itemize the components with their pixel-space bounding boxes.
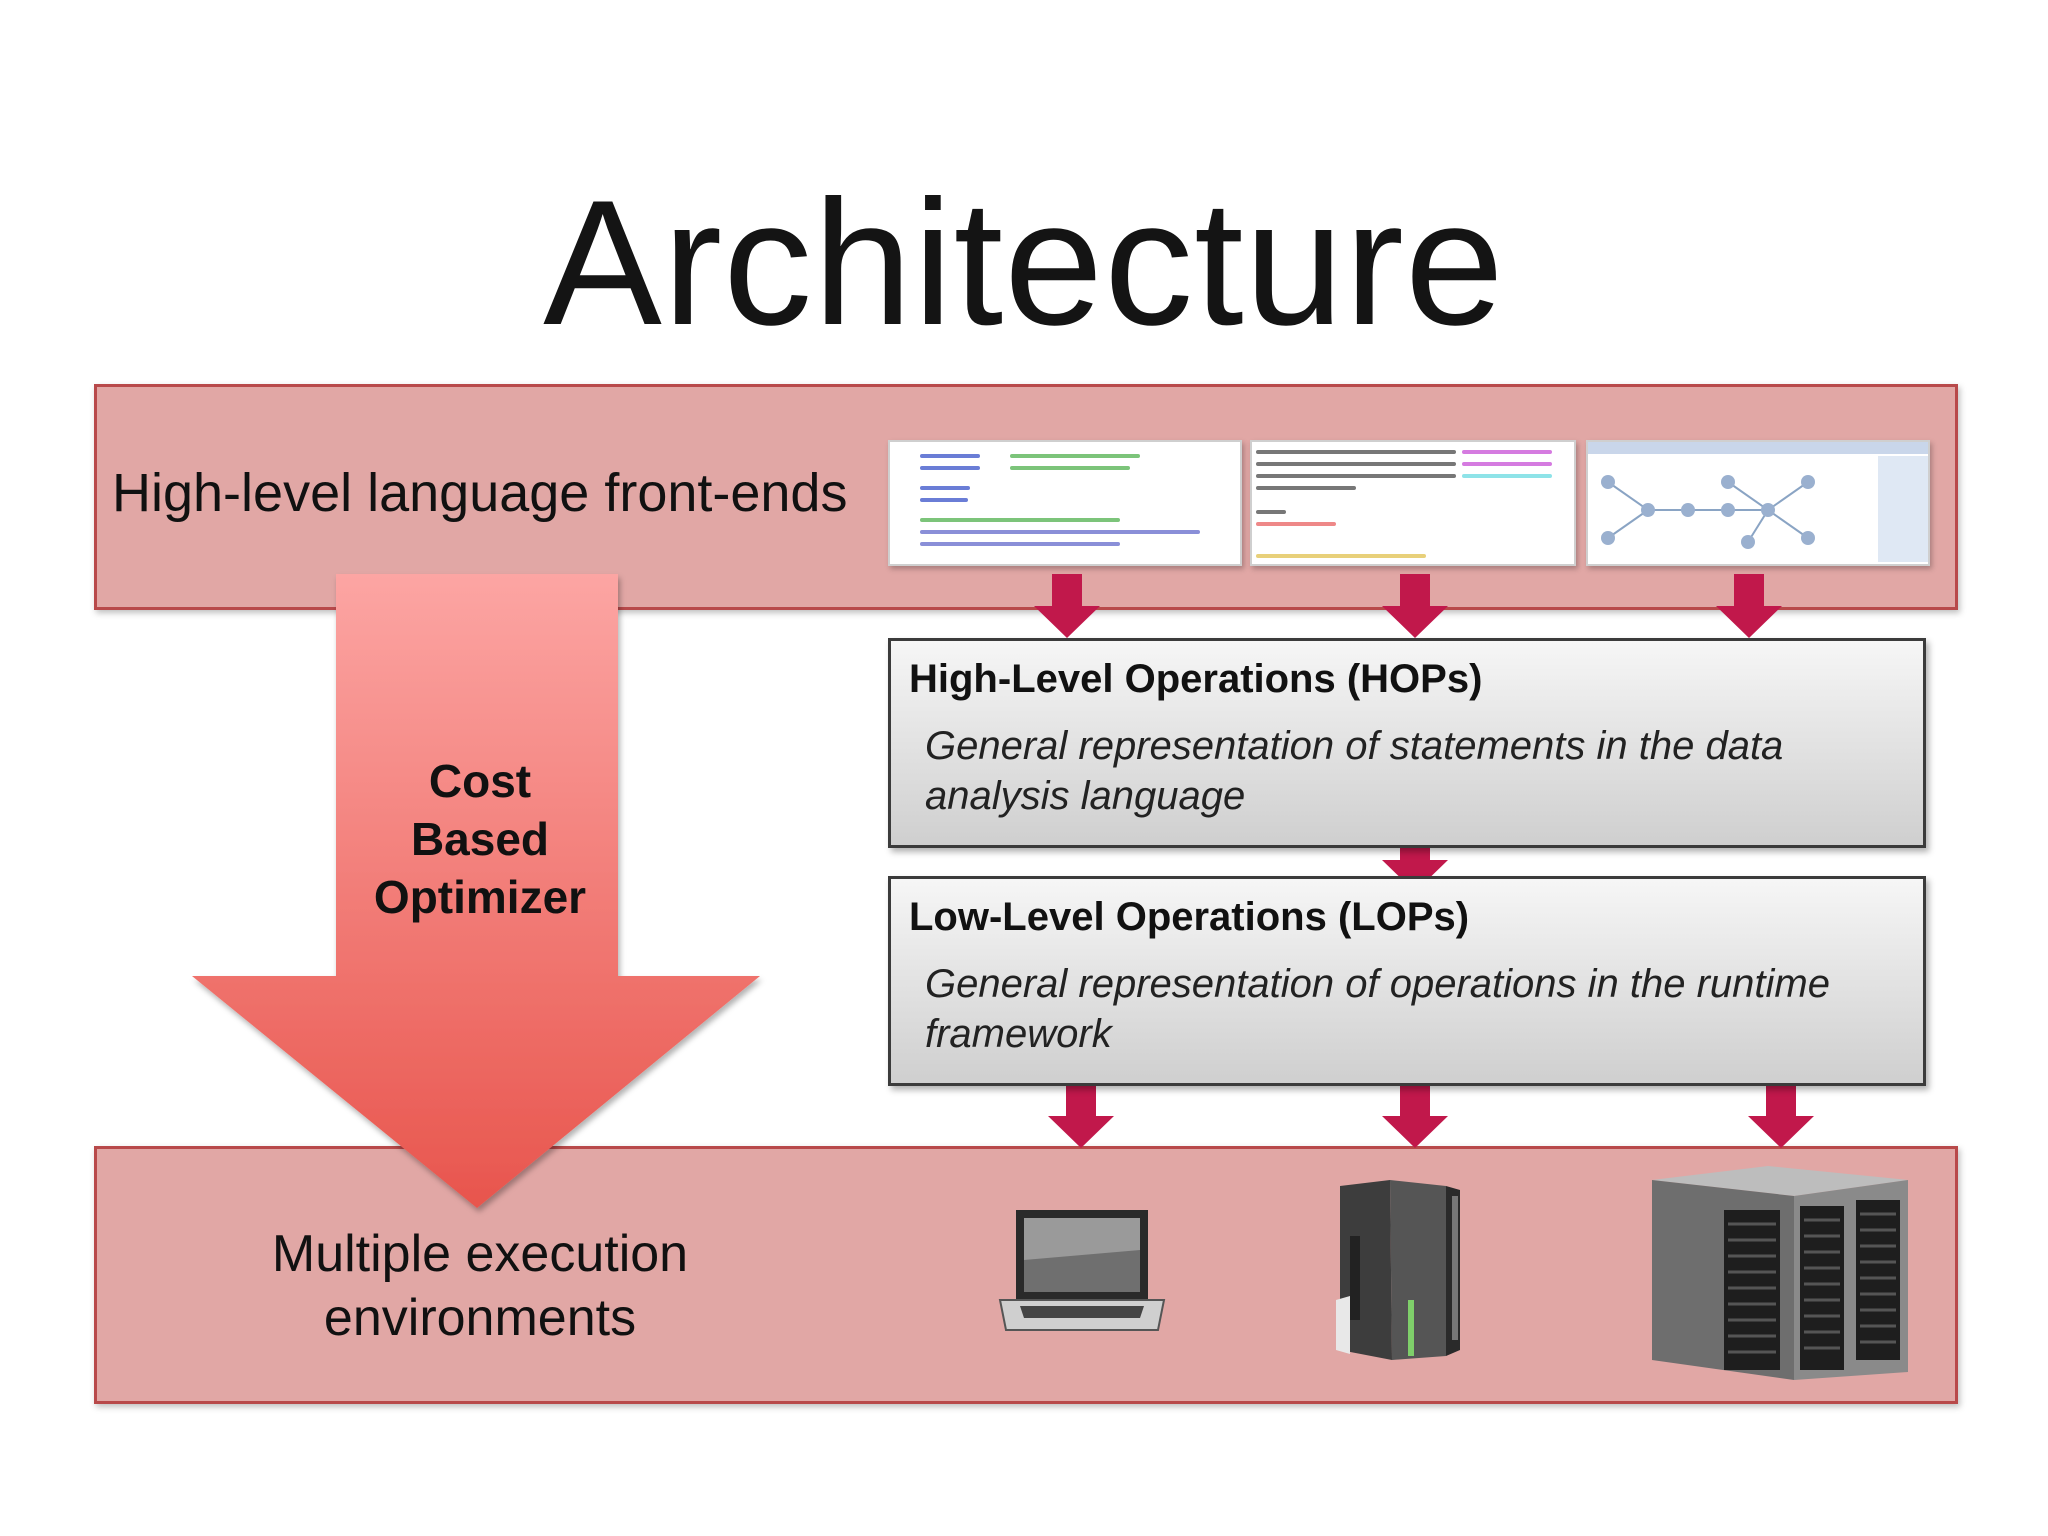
hops-title: High-Level Operations (HOPs)	[909, 657, 1483, 701]
optimizer-arrow	[192, 574, 760, 1208]
arrow-lops-to-laptop	[1048, 1084, 1114, 1148]
lops-description: General representation of operations in …	[925, 962, 1830, 1056]
lops-title: Low-Level Operations (LOPs)	[909, 895, 1470, 939]
page-title: Architecture	[543, 163, 1505, 362]
frontends-label: High-level language front-ends	[112, 463, 848, 523]
hops-description: General representation of statements in …	[925, 724, 1784, 818]
optimizer-label-line-1: Cost	[428, 755, 532, 807]
optimizer-label-line-3: Optimizer	[373, 871, 587, 923]
mainframe-server-icon	[1336, 1180, 1460, 1360]
arrow-frontend-1-to-hops	[1034, 574, 1100, 638]
arrow-frontend-3-to-hops	[1716, 574, 1782, 638]
workflow-graph	[1601, 475, 1815, 549]
server-cluster-icon	[1652, 1166, 1908, 1380]
arrow-lops-to-cluster	[1748, 1084, 1814, 1148]
laptop-icon	[998, 1210, 1166, 1331]
optimizer-label: Cost Based Optimizer	[330, 752, 630, 926]
arrow-frontend-2-to-hops	[1382, 574, 1448, 638]
dml-code-editor-icon	[1250, 440, 1576, 566]
hops-box: High-Level Operations (HOPs) General rep…	[888, 638, 1926, 848]
optimizer-label-line-2: Based	[410, 813, 550, 865]
r-code-editor-icon	[888, 440, 1242, 566]
lops-box: Low-Level Operations (LOPs) General repr…	[888, 876, 1926, 1086]
gui-workflow-tool-icon	[1586, 440, 1930, 566]
arrow-lops-to-mainframe	[1382, 1084, 1448, 1148]
execution-label: Multiple execution environments	[271, 1225, 689, 1347]
